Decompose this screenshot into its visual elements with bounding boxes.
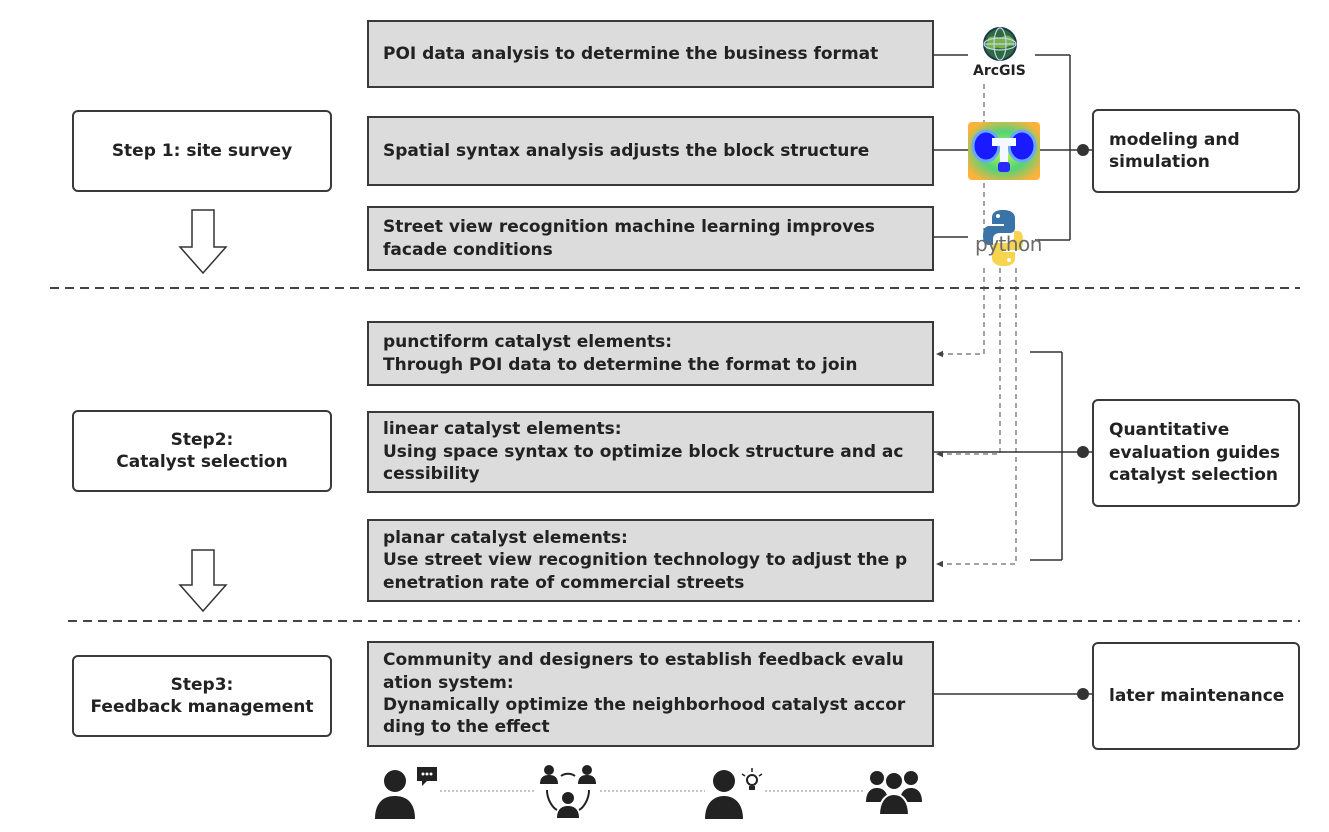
process-text: Use street view recognition technology t… bbox=[383, 550, 908, 571]
down-arrow-1 bbox=[178, 209, 228, 275]
process-text: ding to the effect bbox=[383, 717, 550, 738]
outcome-text: simulation bbox=[1109, 152, 1210, 172]
process-text: Through POI data to determine the format… bbox=[383, 354, 858, 375]
down-arrow-2 bbox=[178, 549, 228, 613]
globe-icon bbox=[983, 27, 1017, 61]
process-text: POI data analysis to determine the busin… bbox=[383, 43, 879, 64]
process-linear: linear catalyst elements: Using space sy… bbox=[367, 411, 934, 493]
process-text: Street view recognition machine learning… bbox=[383, 217, 875, 238]
outcome-text: catalyst selection bbox=[1109, 465, 1279, 486]
process-text: linear catalyst elements: bbox=[383, 419, 622, 440]
process-planar: planar catalyst elements: Use street vie… bbox=[367, 519, 934, 602]
process-text: Community and designers to establish fee… bbox=[383, 650, 904, 671]
process-text: cessibility bbox=[383, 464, 480, 485]
step2-label-line1: Step2: bbox=[170, 429, 234, 450]
process-text: Spatial syntax analysis adjusts the bloc… bbox=[383, 140, 870, 161]
network-people-icon bbox=[540, 765, 596, 818]
process-punctiform: punctiform catalyst elements: Through PO… bbox=[367, 321, 934, 386]
idea-person-icon bbox=[705, 768, 763, 819]
process-text: ation system: bbox=[383, 672, 514, 693]
bracket-modeling bbox=[1035, 54, 1092, 241]
process-text: facade conditions bbox=[383, 239, 553, 260]
bracket-catalyst bbox=[932, 351, 1092, 561]
python-logo-icon bbox=[983, 210, 1023, 266]
outcome-quantitative: Quantitative evaluation guides catalyst … bbox=[1092, 399, 1300, 507]
process-text: Dynamically optimize the neighborhood ca… bbox=[383, 695, 906, 715]
outcome-maintenance: later maintenance bbox=[1092, 642, 1300, 750]
process-street-view: Street view recognition machine learning… bbox=[367, 206, 934, 271]
outcome-text: later maintenance bbox=[1109, 685, 1285, 706]
step1-label: Step 1: site survey bbox=[111, 140, 293, 161]
process-text: Using space syntax to optimize block str… bbox=[383, 441, 904, 462]
speaker-icon bbox=[375, 767, 437, 819]
process-text: planar catalyst elements: bbox=[383, 527, 628, 548]
step3-box: Step3: Feedback management bbox=[72, 655, 332, 737]
step3-label-line1: Step3: bbox=[170, 674, 234, 695]
depthmap-icon bbox=[968, 122, 1040, 180]
group-icon bbox=[866, 771, 922, 816]
step2-label-line2: Catalyst selection bbox=[116, 452, 288, 472]
step3-label-line2: Feedback management bbox=[90, 697, 314, 717]
outcome-text: evaluation guides bbox=[1109, 442, 1281, 463]
process-spatial-syntax: Spatial syntax analysis adjusts the bloc… bbox=[367, 116, 934, 186]
process-text: punctiform catalyst elements: bbox=[383, 332, 672, 353]
outcome-text: modeling and bbox=[1109, 129, 1240, 150]
python-label: python bbox=[975, 232, 1042, 256]
step1-box: Step 1: site survey bbox=[72, 110, 332, 192]
arcgis-label: ArcGIS bbox=[973, 63, 1026, 79]
step2-box: Step2: Catalyst selection bbox=[72, 410, 332, 492]
process-text: enetration rate of commercial streets bbox=[383, 572, 745, 593]
outcome-modeling: modeling and simulation bbox=[1092, 109, 1300, 193]
process-feedback: Community and designers to establish fee… bbox=[367, 641, 934, 747]
process-poi-analysis: POI data analysis to determine the busin… bbox=[367, 20, 934, 88]
outcome-text: Quantitative bbox=[1109, 420, 1230, 441]
